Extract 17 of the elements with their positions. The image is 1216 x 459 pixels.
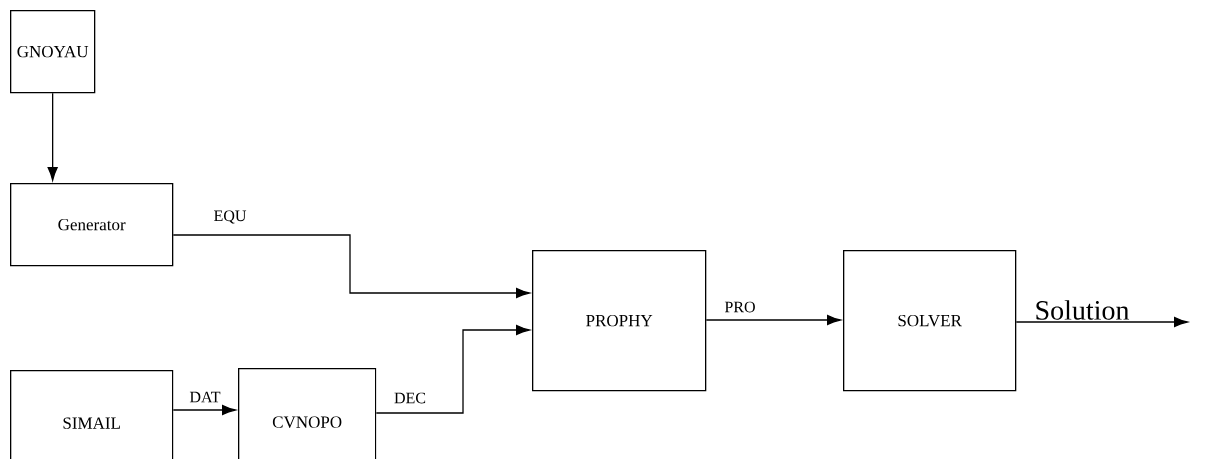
arrow xyxy=(375,324,530,414)
arrow xyxy=(47,92,58,181)
edge-label: DAT xyxy=(188,390,222,404)
edge-label: EQU xyxy=(212,209,248,225)
process-box: PROPHY xyxy=(532,250,707,392)
arrow xyxy=(1015,316,1188,328)
process-box: Generator xyxy=(10,183,174,267)
arrow xyxy=(172,234,530,299)
arrow xyxy=(172,404,236,416)
process-box: GNOYAU xyxy=(10,10,96,94)
process-box: CVNOPO xyxy=(238,368,377,459)
process-box: SOLVER xyxy=(843,250,1017,392)
edge-label: PRO xyxy=(723,300,757,314)
edge-label: Solution xyxy=(1033,299,1131,321)
process-box: SIMAIL xyxy=(10,370,174,459)
edge-label: DEC xyxy=(393,391,427,405)
arrow xyxy=(705,314,841,326)
